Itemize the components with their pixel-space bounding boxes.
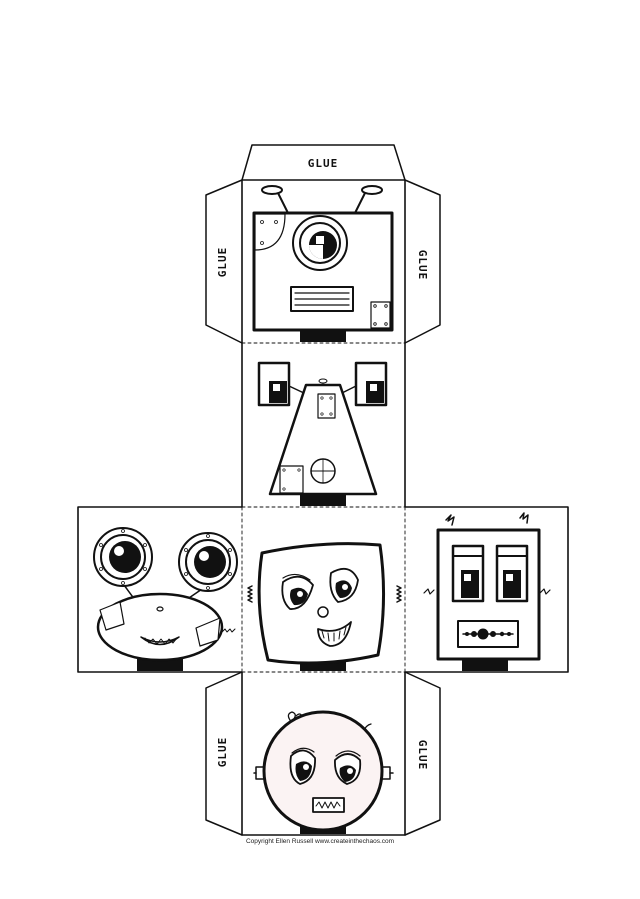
glue-tab-top: GLUE (241, 144, 406, 181)
glue-label-upper-right: GLUE (416, 250, 429, 281)
glue-label-lower-left: GLUE (216, 737, 229, 768)
glue-tab-upper-left: GLUE (205, 179, 243, 344)
tv-robot-icon (252, 185, 394, 342)
glue-tab-upper-right: GLUE (404, 179, 441, 344)
square-face-robot-icon (247, 542, 402, 671)
alien-robot-icon (93, 527, 238, 671)
fold-lines (241, 179, 406, 836)
glue-label-lower-right: GLUE (416, 740, 429, 771)
glue-label-upper-left: GLUE (216, 247, 229, 278)
glue-tab-lower-left: GLUE (205, 671, 243, 836)
round-robot-icon (253, 710, 394, 834)
glue-tab-lower-right: GLUE (404, 671, 441, 836)
copyright-text: Copyright Ellen Russell www.createinthec… (245, 838, 395, 845)
glue-label-top: GLUE (308, 157, 339, 170)
box-robot-icon (423, 512, 551, 671)
cone-robot-icon (257, 361, 388, 506)
